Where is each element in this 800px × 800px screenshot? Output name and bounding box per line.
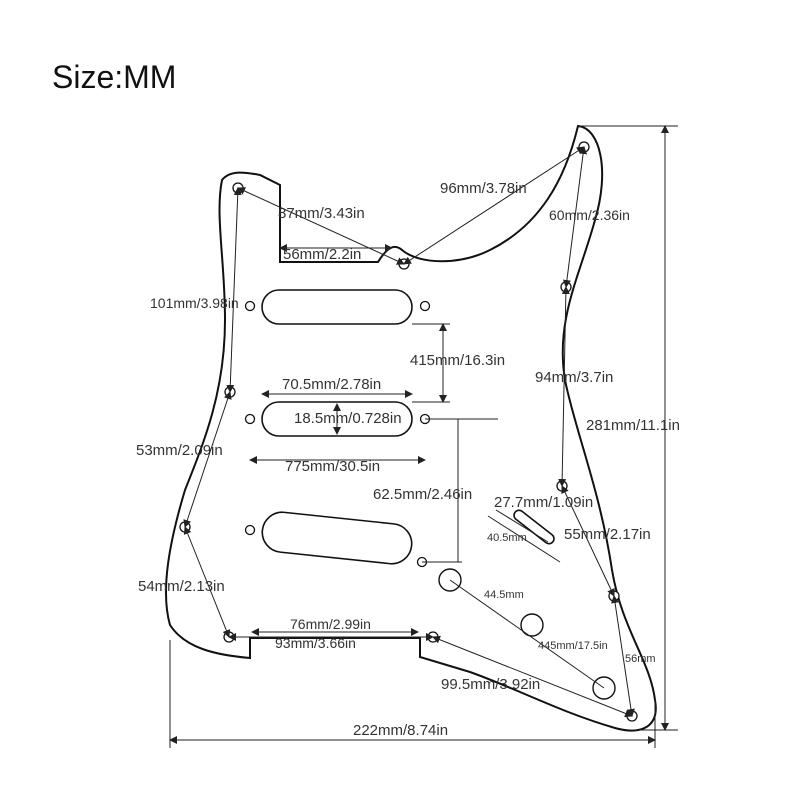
dim-line-27 xyxy=(495,509,549,543)
dim-label-53: 53mm/2.09in xyxy=(136,442,223,459)
dim-label-185: 18.5mm/0.728in xyxy=(294,410,402,427)
dim-label-60: 60mm/2.36in xyxy=(549,207,630,223)
dim-line-445 xyxy=(449,579,605,689)
dim-label-56: 56mm/2.2in xyxy=(283,246,361,263)
dim-label-405: 40.5mm xyxy=(487,532,527,544)
dim-label-415: 415mm/16.3in xyxy=(410,352,505,369)
dim-label-96: 96mm/3.78in xyxy=(440,180,527,197)
dim-label-87: 87mm/3.43in xyxy=(278,205,365,222)
dim-line-96 xyxy=(403,146,585,265)
dim-line-995 xyxy=(432,635,633,718)
dim-label-625: 62.5mm/2.46in xyxy=(373,486,472,503)
dim-label-93: 93mm/3.66in xyxy=(275,635,356,651)
dim-label-27: 27.7mm/1.09in xyxy=(494,494,593,511)
pickup-neck xyxy=(261,289,413,325)
dim-line-94 xyxy=(558,286,570,487)
pickup-screw-hole xyxy=(244,300,256,312)
dim-label-705: 70.5mm/2.78in xyxy=(282,376,381,393)
dim-line-54 xyxy=(183,526,231,638)
dim-label-76: 76mm/2.99in xyxy=(290,616,371,632)
dim-line-53 xyxy=(183,391,232,528)
dim-line-55 xyxy=(561,485,615,597)
dim-label-94: 94mm/3.7in xyxy=(535,369,613,386)
pickup-bridge xyxy=(261,511,413,565)
dim-label-56-small: 56mm xyxy=(625,653,656,665)
dim-label-445a: 44.5mm xyxy=(484,589,524,601)
dim-label-55: 55mm/2.17in xyxy=(564,526,651,543)
dim-label-775: 775mm/30.5in xyxy=(285,458,380,475)
pickup-screw-hole xyxy=(419,300,431,312)
dim-label-54: 54mm/2.13in xyxy=(138,578,225,595)
dim-label-281: 281mm/11.1in xyxy=(586,417,680,434)
dim-line-405 xyxy=(487,515,561,563)
pickup-screw-hole xyxy=(244,413,256,425)
dim-label-995: 99.5mm/3.92in xyxy=(441,676,540,693)
pickup-screw-hole xyxy=(244,524,256,536)
dim-label-222: 222mm/8.74in xyxy=(353,722,448,739)
dim-line-101 xyxy=(226,187,242,393)
page-title: Size:MM xyxy=(52,59,176,95)
dim-label-445b: 445mm/17.5in xyxy=(538,640,608,652)
dim-label-101: 101mm/3.98in xyxy=(150,295,239,311)
dim-line-60 xyxy=(562,146,588,288)
